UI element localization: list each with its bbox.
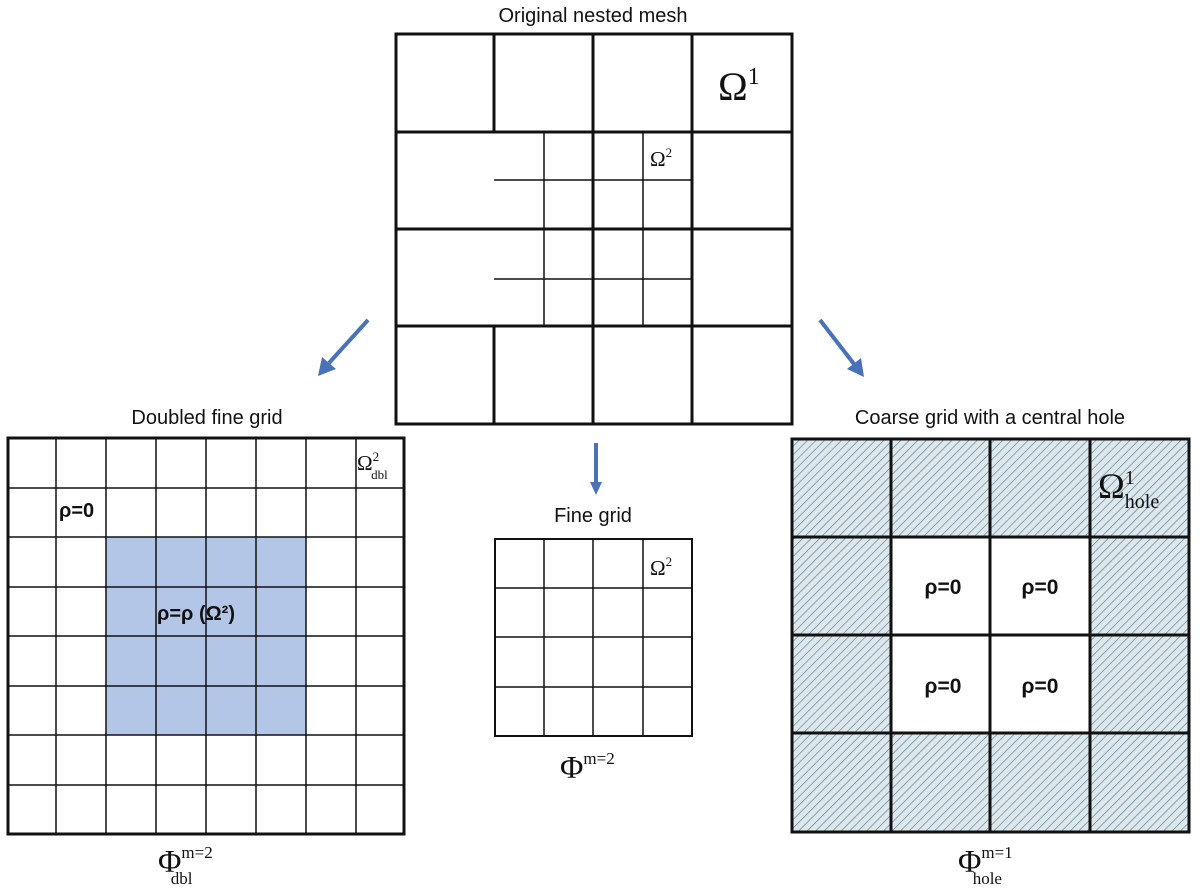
fine-grid-title: Fine grid	[554, 505, 632, 527]
phi-fine-formula: Φm=2	[560, 749, 615, 785]
doubled-center-label: ρ=ρ (Ω²)	[157, 603, 235, 625]
doubled-zero-label: ρ=0	[59, 500, 94, 522]
hole-zero-label: ρ=0	[925, 675, 962, 698]
hole-zero-label: ρ=0	[925, 576, 962, 599]
doubled-grid-border	[6, 436, 406, 836]
doubled-grid-lines	[8, 438, 404, 834]
arrow-to-doubled	[318, 318, 370, 376]
fine-grid-lines	[495, 539, 692, 736]
fine-grid-border	[494, 538, 693, 737]
omega-2-fine-label: Ω2	[650, 554, 672, 580]
original-coarse-grid	[394, 32, 794, 426]
fine-grid: Fine grid Ω2 Φm=2	[494, 505, 693, 785]
hole-zero-label: ρ=0	[1022, 576, 1059, 599]
arrow-to-coarse-hole	[818, 318, 864, 377]
hole-zero-label: ρ=0	[1022, 675, 1059, 698]
omega-2-label-original: Ω2	[650, 145, 672, 171]
doubled-grid-title: Doubled fine grid	[131, 407, 282, 429]
coarse-grid-lines	[790, 437, 1191, 834]
arrow-to-fine	[590, 443, 602, 495]
coarse-grid-title: Coarse grid with a central hole	[855, 407, 1125, 429]
omega-1-label: Ω1	[718, 64, 760, 109]
original-mesh-title: Original nested mesh	[499, 5, 688, 27]
original-nested-mesh: Original nested mesh Ω1 Ω2	[394, 5, 794, 426]
